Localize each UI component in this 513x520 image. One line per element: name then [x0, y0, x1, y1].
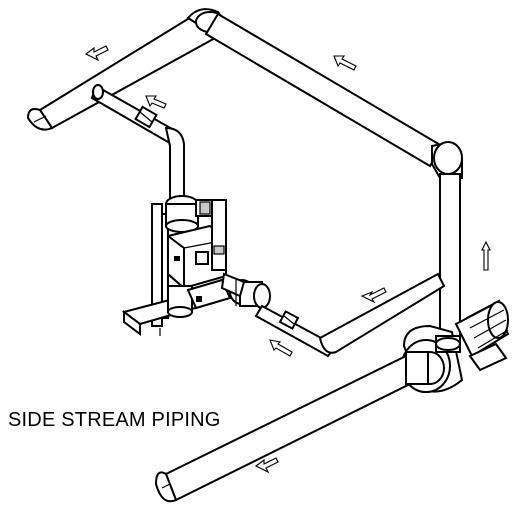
pump-motor [454, 299, 510, 372]
strainer [220, 272, 271, 309]
flow-arrow-riser [481, 240, 491, 271]
main-suction-pipe [154, 351, 429, 503]
right-elbow [431, 141, 463, 179]
diagram-caption: SIDE STREAM PIPING [8, 409, 221, 431]
left-branch-pipe [90, 84, 185, 201]
return-riser-pipe [211, 199, 227, 271]
flow-arrow-top-left [84, 45, 109, 62]
flow-arrow-lower [269, 339, 293, 357]
branch-valve [134, 105, 158, 129]
top-return-pipe [26, 12, 228, 131]
top-right-pipe [204, 12, 444, 168]
flow-arrow-branch [145, 95, 167, 109]
flow-arrow-suction [254, 457, 279, 474]
lower-supply-pipe [254, 272, 446, 358]
right-riser-pipe [439, 173, 461, 341]
flow-arrow-return [360, 287, 387, 304]
flow-arrow-top-right [333, 55, 357, 71]
lower-valve [278, 310, 300, 330]
